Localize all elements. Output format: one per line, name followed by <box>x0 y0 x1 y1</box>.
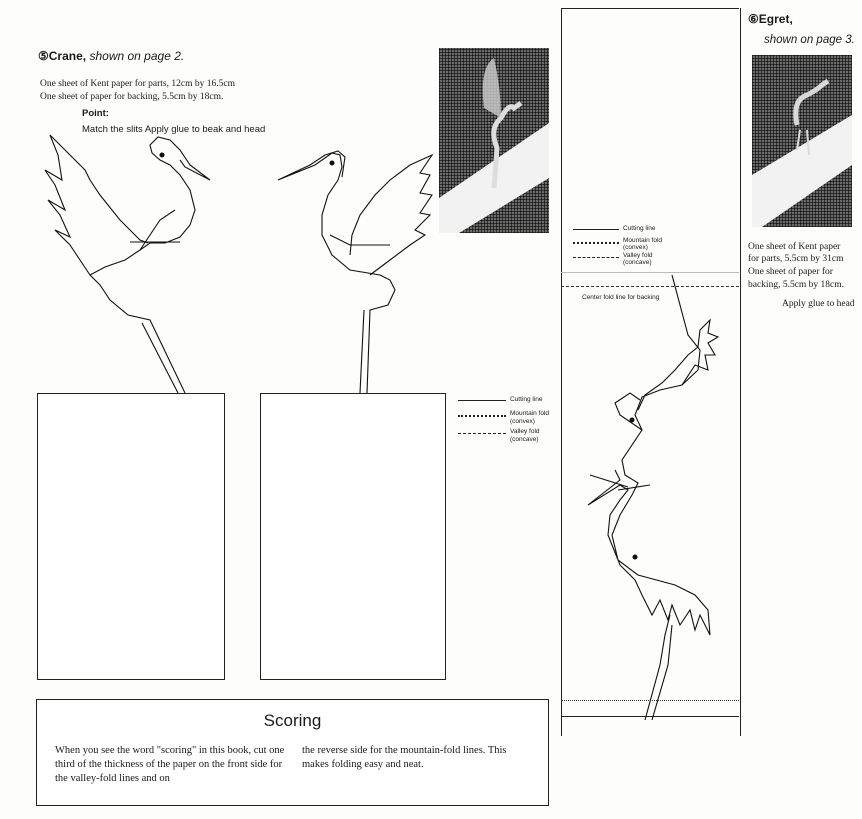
crane-number: ⑤ <box>38 49 49 63</box>
scoring-box: Scoring When you see the word "scoring" … <box>36 699 549 806</box>
crane-base-left <box>37 393 225 680</box>
egret-center-fold-label: Center fold line for backing <box>582 294 660 301</box>
egret-center-fold-line <box>561 286 739 287</box>
egret-legend-valley: Valley fold <box>623 252 653 259</box>
egret-legend-cutting: Cutting line <box>623 225 656 232</box>
crane-right-cutout <box>277 150 434 394</box>
egret-strip-bottom-line <box>561 716 739 717</box>
crane-point-label: Point: <box>82 108 109 119</box>
egret-cutout <box>587 275 720 720</box>
legend-mountain-label: Mountain fold <box>510 410 550 417</box>
egret-photo <box>752 55 852 227</box>
scoring-text-col1: When you see the word "scoring" in this … <box>55 745 285 784</box>
egret-shown-on: shown on page 3. <box>764 34 855 46</box>
egret-material-2: for parts, 5.5cm by 31cm <box>748 254 844 264</box>
legend-valley-sub: (concave) <box>510 436 539 443</box>
crane-material-2: One sheet of paper for backing, 5.5cm by… <box>40 92 224 102</box>
crane-base-right <box>260 393 446 680</box>
egret-legend-mountain-sub: (convex) <box>623 244 648 251</box>
egret-title-text: Egret, <box>758 12 793 26</box>
egret-material-4: backing, 5.5cm by 18cm. <box>748 280 845 290</box>
egret-material-1: One sheet of Kent paper <box>748 242 841 252</box>
scoring-title: Scoring <box>263 711 322 730</box>
egret-title: ⑥Egret, <box>748 12 793 26</box>
egret-glue-note: Apply glue to head <box>782 299 855 309</box>
egret-strip-line-upper <box>561 272 739 273</box>
crane-point-text: Match the slits Apply glue to beak and h… <box>82 124 266 135</box>
legend-valley-label: Valley fold <box>510 428 540 435</box>
egret-legend-valley-sub: (concave) <box>623 259 652 266</box>
egret-strip <box>561 8 741 736</box>
scoring-text-col2: the reverse side for the mountain-fold l… <box>302 745 507 770</box>
egret-number: ⑥ <box>748 12 759 26</box>
crane-title-text: Crane, <box>48 49 87 63</box>
egret-photo-svg <box>752 78 852 227</box>
crane-photo <box>439 48 549 233</box>
egret-strip-top-edge <box>561 8 739 9</box>
egret-legend-mountain: Mountain fold <box>623 237 663 244</box>
crane-left-cutout <box>44 134 211 394</box>
legend-cutting-label: Cutting line <box>510 396 543 403</box>
crane-title: ⑤Crane, shown on page 2. <box>38 49 184 63</box>
crane-shown-on: shown on page 2. <box>89 49 185 63</box>
egret-material-3: One sheet of paper for <box>748 267 833 277</box>
crane-legend: Cutting line Mountain fold (convex) Vall… <box>458 396 558 446</box>
crane-material-1: One sheet of Kent paper for parts, 12cm … <box>40 79 235 89</box>
legend-mountain-sub: (convex) <box>510 418 535 425</box>
egret-legend: Cutting line Mountain fold (convex) Vall… <box>573 225 733 267</box>
crane-photo-svg <box>439 58 549 233</box>
